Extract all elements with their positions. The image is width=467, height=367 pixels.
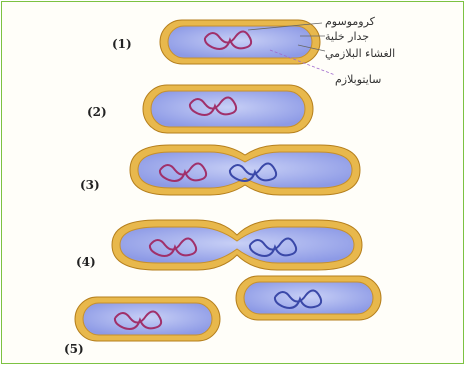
cell-5-left [75, 297, 220, 341]
cell-4 [112, 220, 362, 270]
step-label-1: (1) [112, 37, 132, 51]
label-cell-wall: جدار خلية [325, 30, 369, 43]
cell-2 [143, 85, 313, 133]
cell-5-right [236, 276, 381, 320]
step-label-5: (5) [64, 342, 84, 356]
label-cytoplasm: سايتوبلازم [335, 73, 381, 86]
step-label-4: (4) [76, 255, 96, 269]
cell-3 [130, 145, 360, 195]
cell-1 [160, 20, 320, 64]
step-label-3: (3) [80, 178, 100, 192]
label-chromosome: كروموسوم [325, 15, 376, 28]
label-plasma-membrane: الغشاء البلازمي [325, 47, 395, 60]
step-label-2: (2) [87, 105, 107, 119]
